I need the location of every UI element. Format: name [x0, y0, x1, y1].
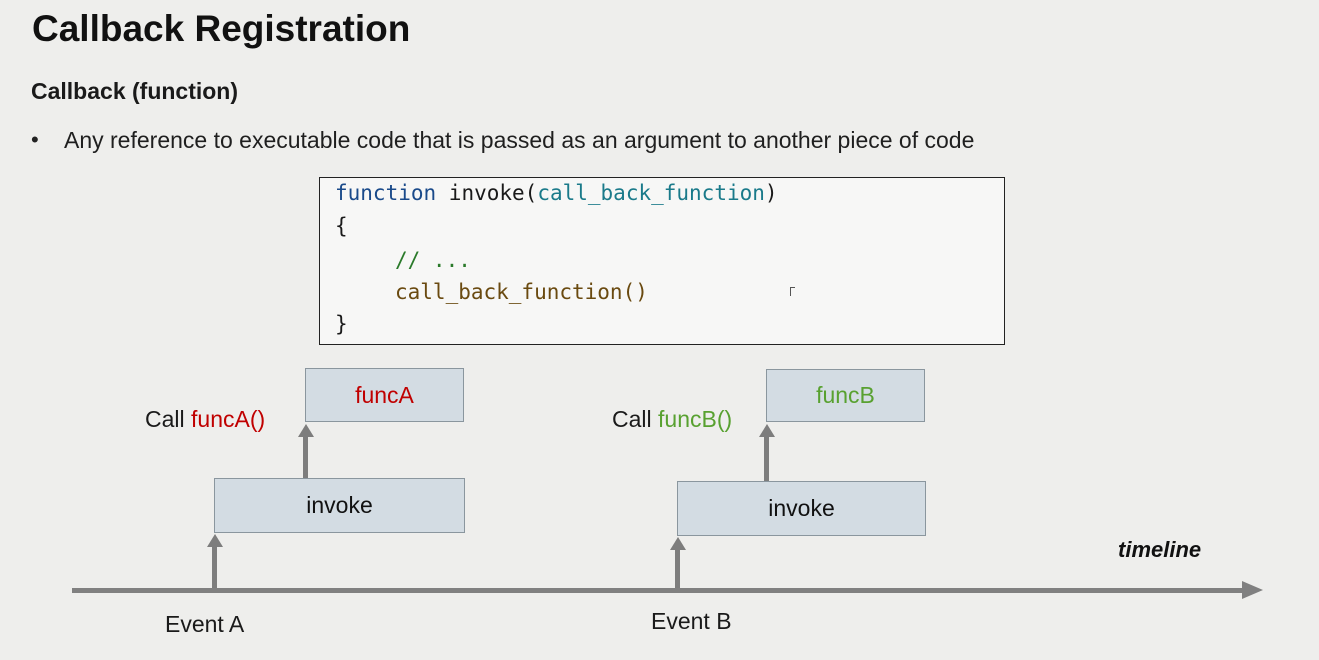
call-func-a-name: funcA(): [191, 406, 266, 432]
arrow-shaft: [764, 436, 769, 481]
code-keyword: function: [335, 181, 437, 205]
arrow-shaft: [675, 549, 680, 588]
code-parameter: call_back_function: [537, 181, 765, 205]
arrow-shaft: [303, 436, 308, 478]
arrow-up-icon: [759, 424, 775, 437]
call-func-b-label: Call funcB(): [612, 406, 732, 433]
timeline-axis: [72, 588, 1244, 593]
call-func-b-name: funcB(): [658, 406, 733, 432]
code-callback-call: call_back_function(): [395, 280, 648, 304]
invoke-label-a: invoke: [306, 492, 373, 518]
bullet-text: Any reference to executable code that is…: [64, 127, 975, 153]
slide-subtitle: Callback (function): [31, 78, 239, 104]
code-paren-close: ): [764, 181, 778, 205]
arrow-up-icon: [207, 534, 223, 547]
timeline-label: timeline: [1118, 537, 1202, 562]
code-block: function invoke(call_back_function) { //…: [319, 177, 1005, 345]
func-b-box: funcB: [766, 369, 925, 422]
slide-title: Callback Registration: [32, 8, 411, 49]
func-a-label: funcA: [355, 381, 414, 408]
code-line-2: {: [335, 214, 348, 238]
invoke-box-a: invoke: [214, 478, 465, 533]
code-line-1: function invoke(call_back_function): [335, 181, 778, 205]
arrow-right-icon: [1242, 581, 1263, 599]
arrow-up-icon: [670, 537, 686, 550]
code-comment: // ...: [395, 248, 471, 272]
invoke-box-b: invoke: [677, 481, 926, 536]
arrow-shaft: [212, 546, 217, 588]
func-a-box: funcA: [305, 368, 464, 422]
arrow-up-icon: [298, 424, 314, 437]
invoke-label-b: invoke: [768, 495, 835, 521]
bullet-marker: •: [31, 127, 39, 152]
event-a-label: Event A: [165, 611, 245, 637]
call-prefix-b: Call: [612, 406, 659, 432]
mouse-cursor-icon: [790, 287, 795, 296]
event-b-label: Event B: [651, 608, 732, 634]
call-prefix-a: Call: [145, 406, 192, 432]
call-func-a-label: Call funcA(): [145, 406, 265, 433]
code-function-name: invoke(: [436, 181, 538, 205]
code-line-5: }: [335, 312, 348, 336]
func-b-label: funcB: [816, 382, 875, 408]
